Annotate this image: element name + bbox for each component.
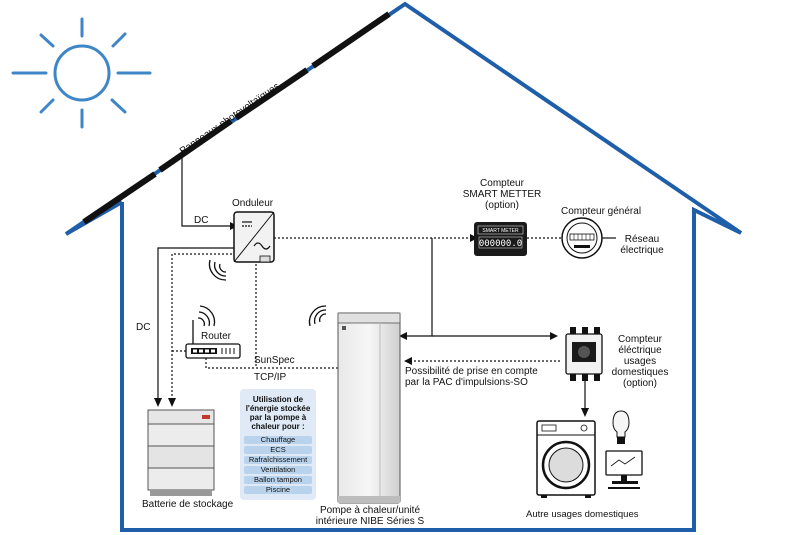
main-meter-label: Compteur général xyxy=(561,206,642,217)
smart-meter: SMART METER 000000.0 xyxy=(474,222,527,256)
domestic-meter xyxy=(565,327,603,381)
usage-item: Rafraîchissement xyxy=(244,456,312,464)
dc-left-label: DC xyxy=(136,322,151,333)
domestic-meter-label-line4: domestiques xyxy=(611,367,669,378)
sunspec-label: SunSpec xyxy=(254,355,295,366)
main-meter xyxy=(561,217,603,259)
inverter-label: Onduleur xyxy=(232,198,274,209)
heat-pump-label: Pompe à chaleur/unité intérieure NIBE Sé… xyxy=(305,505,435,527)
smart-meter-label-line1: Compteur xyxy=(480,178,524,189)
heat-pump-usage-box: Utilisation de l'énergie stockée par la … xyxy=(240,389,316,500)
light-bulb-icon xyxy=(612,410,630,444)
usage-item: Ballon tampon xyxy=(244,476,312,484)
smart-meter-screen: SMART METER xyxy=(482,228,519,234)
grid-label: Réseau électrique xyxy=(614,234,670,256)
usage-item: ECS xyxy=(244,446,312,454)
domestic-meter-label-line2: éléctrique xyxy=(618,345,662,356)
washing-machine xyxy=(536,420,596,498)
wifi-icon xyxy=(197,305,216,327)
smart-meter-label-line3: (option) xyxy=(485,200,519,211)
grid-label-line1: Réseau xyxy=(624,234,660,245)
sun-icon xyxy=(11,17,152,129)
battery-label: Batterie de stockage xyxy=(142,499,234,510)
usage-title: Utilisation de l'énergie stockée par la … xyxy=(245,395,311,431)
grid-label-line2: électrique xyxy=(620,245,664,256)
pulse-note: Possibilité de prise en compte par la PA… xyxy=(405,366,538,388)
dc-top-label: DC xyxy=(194,215,209,226)
heat-pump xyxy=(337,312,401,504)
usage-items: Chauffage ECS Rafraîchissement Ventilati… xyxy=(244,436,312,496)
wiring xyxy=(157,150,616,410)
tcpip-label: TCP/IP xyxy=(254,372,287,383)
pulse-note-line2: par la PAC d'impulsions-SO xyxy=(405,377,528,388)
domestic-meter-label-line3: usages xyxy=(623,356,657,367)
router-label: Router xyxy=(201,331,232,342)
smart-meter-label: Compteur SMART METTER (option) xyxy=(452,178,552,211)
pulse-note-line1: Possibilité de prise en compte xyxy=(405,366,538,377)
usage-item: Chauffage xyxy=(244,436,312,444)
smart-meter-digits: 000000.0 xyxy=(479,239,522,249)
heat-pump-label-line1: Pompe à chaleur/unité xyxy=(319,505,421,516)
solar-panels xyxy=(82,11,391,225)
wifi-icon xyxy=(308,305,327,327)
domestic-meter-label: Compteur éléctrique usages domestiques (… xyxy=(600,334,680,389)
domestic-meter-label-line1: Compteur xyxy=(618,334,662,345)
usage-item: Piscine xyxy=(244,486,312,494)
heat-pump-label-line2: intérieure NIBE Séries S xyxy=(315,516,425,527)
router xyxy=(185,320,241,359)
domestic-meter-label-line5: (option) xyxy=(623,378,657,389)
other-uses-label: Autre usages domestiques xyxy=(526,509,639,520)
computer-icon xyxy=(605,450,643,489)
usage-item: Ventilation xyxy=(244,466,312,474)
smart-meter-label-line2: SMART METTER xyxy=(462,189,542,200)
battery xyxy=(147,409,215,496)
inverter xyxy=(233,211,275,263)
wifi-icon xyxy=(208,259,227,281)
